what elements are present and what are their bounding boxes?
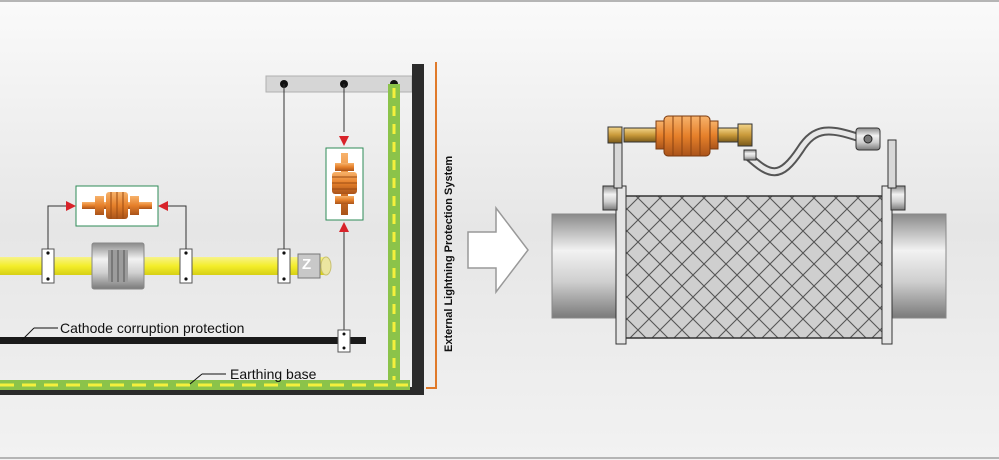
cable-terminal bbox=[743, 149, 757, 161]
lps-line bbox=[426, 62, 437, 389]
transition-arrow bbox=[467, 205, 529, 295]
wire-right bbox=[162, 205, 187, 249]
cathode-leader bbox=[21, 327, 35, 341]
cathode-protection-label: Cathode corruption protection bbox=[60, 320, 245, 336]
bolt bbox=[602, 185, 618, 211]
pipeline bbox=[0, 257, 326, 275]
pipe-clamp-right bbox=[179, 248, 193, 284]
red-arrow-up bbox=[339, 222, 349, 232]
red-arrow-left bbox=[158, 201, 168, 211]
copper-cap-right bbox=[709, 120, 719, 150]
brass-body-left bbox=[623, 127, 659, 143]
spark-gap-body bbox=[663, 115, 711, 157]
earthing-leader bbox=[189, 373, 203, 385]
pipe-clamp-left bbox=[41, 248, 55, 284]
bolt bbox=[890, 185, 906, 211]
insulating-mark-box bbox=[297, 253, 321, 279]
flange-plate-right bbox=[881, 185, 893, 345]
cathode-line bbox=[0, 337, 366, 344]
wire-left bbox=[47, 205, 70, 249]
building-wall bbox=[412, 64, 424, 394]
brass-nut-left bbox=[607, 126, 623, 144]
external-lps-label: External Lightning Protection System bbox=[443, 155, 455, 352]
pipe-clamp-end bbox=[277, 248, 291, 284]
brass-nut-right bbox=[737, 123, 753, 147]
red-arrow-right bbox=[66, 201, 76, 211]
copper-cap-left bbox=[655, 120, 665, 150]
bracket-right bbox=[887, 139, 897, 189]
cathode-clamp bbox=[337, 329, 351, 353]
red-arrow-down bbox=[339, 136, 349, 146]
mesh-wrap bbox=[623, 195, 887, 339]
insulating-flange-mark: Z bbox=[302, 256, 312, 273]
earthing-base-label: Earthing base bbox=[230, 366, 317, 382]
building-floor bbox=[0, 387, 424, 395]
